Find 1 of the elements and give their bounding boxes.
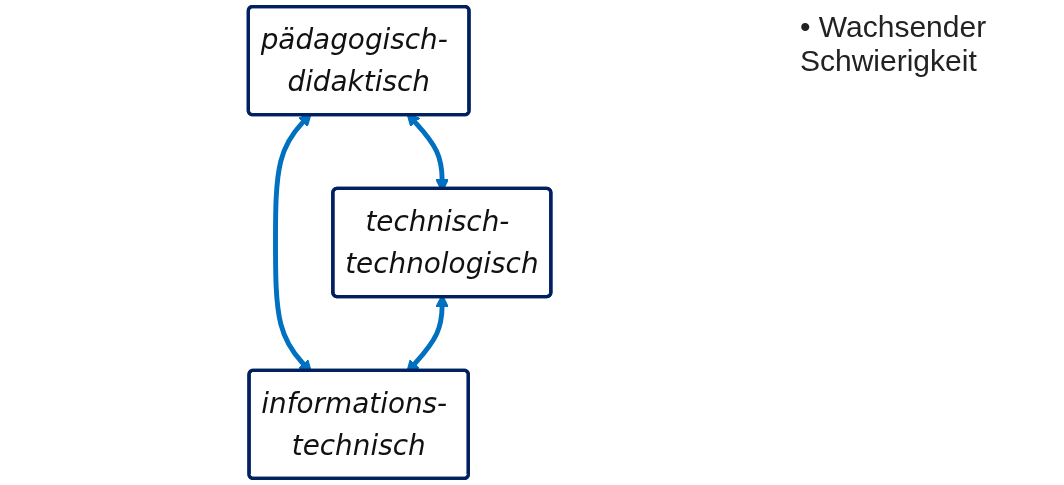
bullet-text: • Wachsender Schwierigkeit [800, 10, 988, 78]
